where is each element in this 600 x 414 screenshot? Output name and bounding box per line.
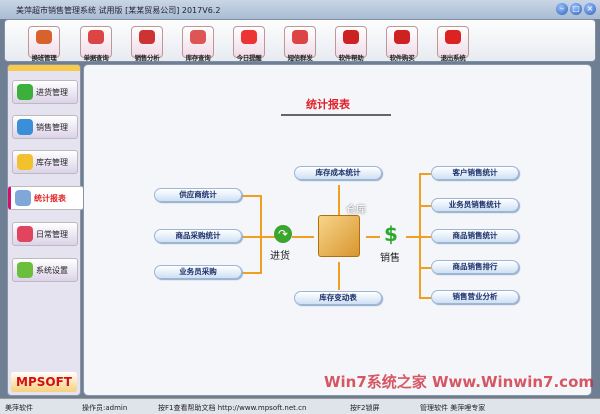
sidebar-icon bbox=[17, 119, 33, 135]
report-button-right-1[interactable]: 业务员销售统计 bbox=[431, 198, 519, 212]
toolbar-button-2[interactable]: 销售分析 bbox=[131, 26, 163, 62]
sidebar: MPSOFT 进货管理销售管理库存管理统计报表日常管理系统设置 bbox=[7, 64, 84, 396]
status-vendor: 管理软件 美萍哩专家 bbox=[420, 404, 486, 412]
report-button-left-0[interactable]: 供应商统计 bbox=[154, 188, 242, 202]
sidebar-icon bbox=[17, 226, 33, 242]
purchase-arrow-icon[interactable]: ↷ bbox=[274, 225, 292, 243]
sidebar-top-accent bbox=[8, 65, 80, 71]
toolbar-button-5[interactable]: 短信群发 bbox=[284, 26, 316, 62]
sidebar-item-label: 进货管理 bbox=[36, 87, 68, 97]
dollar-icon[interactable]: $ bbox=[384, 222, 398, 246]
toolbar-icon bbox=[343, 30, 359, 44]
toolbar-icon bbox=[292, 30, 308, 44]
report-button-left-1[interactable]: 商品采购统计 bbox=[154, 229, 242, 243]
status-operator: 操作员:admin bbox=[82, 404, 128, 412]
minimize-button[interactable]: – bbox=[556, 3, 568, 15]
maximize-button[interactable]: □ bbox=[570, 3, 582, 15]
sidebar-item-label: 统计报表 bbox=[34, 193, 66, 203]
toolbar-button-7[interactable]: 软件购买 bbox=[386, 26, 418, 62]
toolbar-label: 软件购买 bbox=[389, 54, 415, 62]
report-button-right-0[interactable]: 客户销售统计 bbox=[431, 166, 519, 180]
toolbar-icon bbox=[139, 30, 155, 44]
toolbar-button-4[interactable]: 今日提醒 bbox=[233, 26, 265, 62]
window-title: 美萍超市销售管理系统 试用版 [某某贸易公司] 2017V6.2 bbox=[16, 6, 221, 15]
sidebar-item-label: 日常管理 bbox=[36, 229, 68, 239]
sidebar-icon bbox=[15, 190, 31, 206]
sidebar-item-label: 系统设置 bbox=[36, 265, 68, 275]
page-title: 统计报表 bbox=[306, 98, 350, 111]
sidebar-item-2[interactable]: 库存管理 bbox=[12, 150, 78, 174]
status-lock: 按F2锁屏 bbox=[350, 404, 380, 412]
toolbar-icon bbox=[36, 30, 52, 44]
watermark: Win7系统之家 Www.Winwin7.com bbox=[323, 373, 594, 391]
sidebar-item-4[interactable]: 日常管理 bbox=[12, 222, 78, 246]
toolbar-icon bbox=[88, 30, 104, 44]
status-bar: 美萍软件 操作员:admin 按F1查看帮助文档 http://www.mpso… bbox=[0, 398, 600, 414]
toolbar-icon bbox=[190, 30, 206, 44]
toolbar-label: 软件帮助 bbox=[338, 54, 364, 62]
sidebar-icon bbox=[17, 154, 33, 170]
sidebar-item-1[interactable]: 销售管理 bbox=[12, 115, 78, 139]
status-app: 美萍软件 bbox=[5, 404, 33, 412]
title-underline bbox=[281, 114, 391, 116]
toolbar-label: 单据查询 bbox=[83, 54, 109, 62]
toolbar-button-8[interactable]: 退出系统 bbox=[437, 26, 469, 62]
warehouse-label: 仓库 bbox=[346, 205, 366, 216]
close-button[interactable]: × bbox=[584, 3, 596, 15]
report-button-stock-cost[interactable]: 库存成本统计 bbox=[294, 166, 382, 180]
toolbar-label: 今日提醒 bbox=[236, 54, 262, 62]
report-button-right-3[interactable]: 商品销售排行 bbox=[431, 260, 519, 274]
purchase-label: 进货 bbox=[270, 251, 290, 262]
toolbar-icon bbox=[445, 30, 461, 44]
sidebar-item-3[interactable]: 统计报表 bbox=[8, 186, 84, 210]
toolbar-icon bbox=[241, 30, 257, 44]
sidebar-item-0[interactable]: 进货管理 bbox=[12, 80, 78, 104]
toolbar-label: 销售分析 bbox=[134, 54, 160, 62]
title-bar: 美萍超市销售管理系统 试用版 [某某贸易公司] 2017V6.2 – □ × bbox=[0, 0, 600, 19]
toolbar-label: 短信群发 bbox=[287, 54, 313, 62]
sidebar-icon bbox=[17, 262, 33, 278]
sidebar-icon bbox=[17, 84, 33, 100]
toolbar-icon bbox=[394, 30, 410, 44]
toolbar-button-3[interactable]: 库存查询 bbox=[182, 26, 214, 62]
report-button-stock-change[interactable]: 库存变动表 bbox=[294, 291, 382, 305]
report-panel: 统计报表 ↷ 进货 仓库 $ 销售 供应商统计商品采购统计业务员采购 库存成本统计… bbox=[83, 64, 592, 396]
toolbar-label: 退出系统 bbox=[440, 54, 466, 62]
sales-label: 销售 bbox=[380, 253, 400, 264]
mpsoft-logo: MPSOFT bbox=[11, 372, 77, 392]
sidebar-item-label: 销售管理 bbox=[36, 122, 68, 132]
warehouse-box-icon[interactable] bbox=[318, 215, 360, 257]
sidebar-item-label: 库存管理 bbox=[36, 157, 68, 167]
report-button-right-2[interactable]: 商品销售统计 bbox=[431, 229, 519, 243]
status-help: 按F1查看帮助文档 http://www.mpsoft.net.cn bbox=[158, 404, 307, 412]
sidebar-item-5[interactable]: 系统设置 bbox=[12, 258, 78, 282]
toolbar-label: 换班管理 bbox=[31, 54, 57, 62]
toolbar-label: 库存查询 bbox=[185, 54, 211, 62]
toolbar-button-0[interactable]: 换班管理 bbox=[28, 26, 60, 62]
report-button-right-4[interactable]: 销售营业分析 bbox=[431, 290, 519, 304]
report-button-left-2[interactable]: 业务员采购 bbox=[154, 265, 242, 279]
toolbar: 换班管理 单据查询 销售分析 库存查询 今日提醒 短信群发 软件帮助 软件购买 退出系统 bbox=[4, 19, 596, 62]
toolbar-button-1[interactable]: 单据查询 bbox=[80, 26, 112, 62]
toolbar-button-6[interactable]: 软件帮助 bbox=[335, 26, 367, 62]
